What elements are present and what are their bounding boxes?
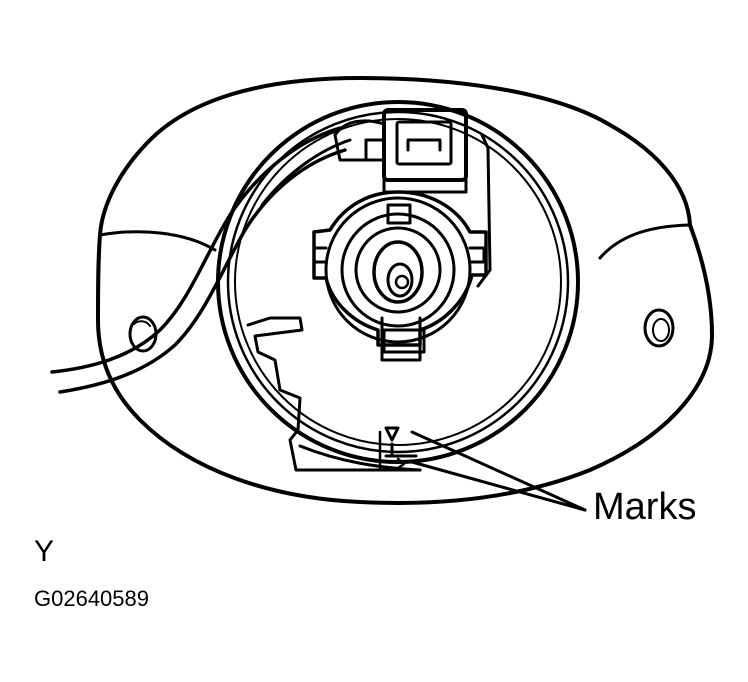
mounting-hole-left (128, 315, 158, 353)
view-label: Y (34, 535, 55, 568)
bulb-socket (312, 190, 488, 362)
mounting-hole-right (643, 308, 675, 348)
figure-code: G02640589 (34, 586, 149, 611)
wire-harness (50, 126, 352, 394)
housing-outline (96, 76, 714, 505)
bulb-connector (333, 108, 468, 194)
cover-plate (246, 316, 422, 472)
retaining-bracket (476, 133, 492, 288)
marks-leader-lines (410, 430, 587, 512)
bulb-center (372, 240, 424, 304)
marks-callout-label: Marks (593, 486, 697, 528)
alignment-marks (378, 426, 418, 472)
